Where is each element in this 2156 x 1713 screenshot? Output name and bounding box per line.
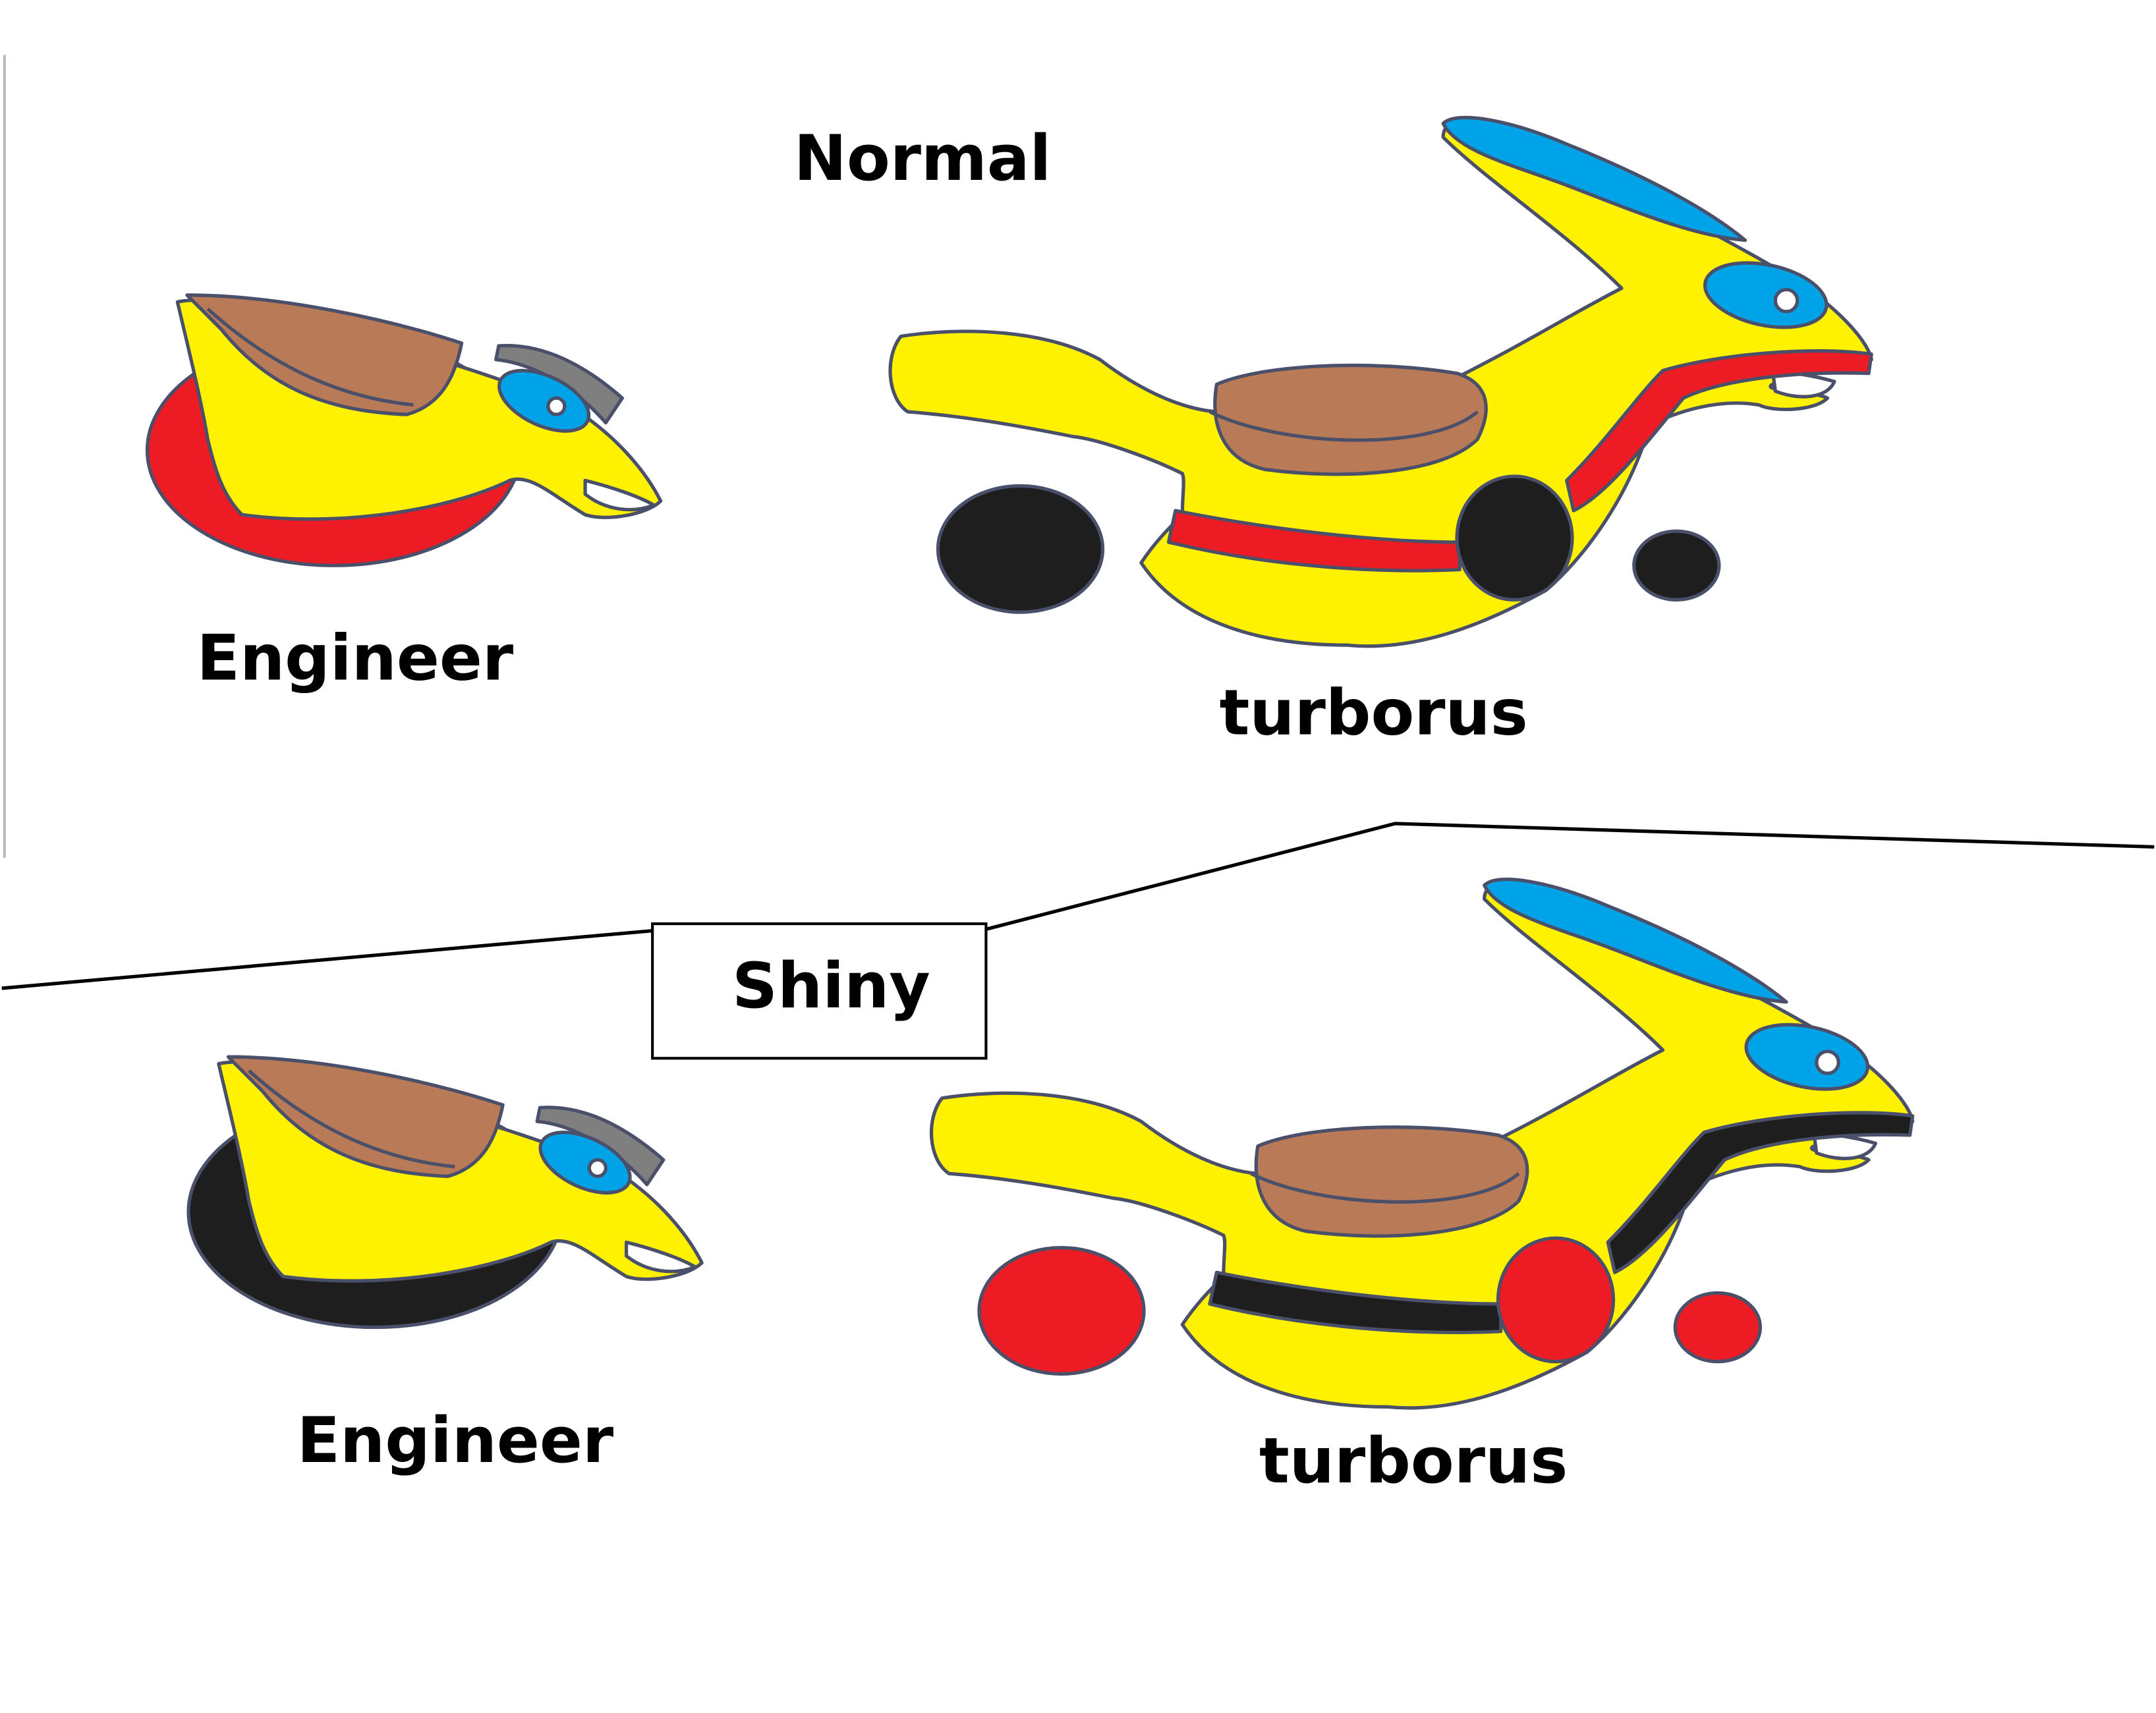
normal-turborus-label: turborus (1220, 676, 1528, 750)
normal-heading: Normal (794, 121, 1052, 195)
shiny-turborus-label: turborus (1259, 1424, 1568, 1498)
divider-line-right (985, 822, 2155, 931)
normal-turborus-drawing (890, 117, 1871, 646)
shiny-heading: Shiny (732, 949, 930, 1023)
normal-engineer-label: Engineer (197, 621, 514, 694)
shiny-engineer-label: Engineer (297, 1403, 614, 1477)
normal-engineer-drawing (145, 295, 661, 567)
shiny-heading-box (651, 922, 988, 1060)
divider-line (1, 928, 654, 990)
shiny-engineer-drawing (186, 1057, 702, 1330)
shiny-turborus-drawing (932, 880, 1913, 1408)
